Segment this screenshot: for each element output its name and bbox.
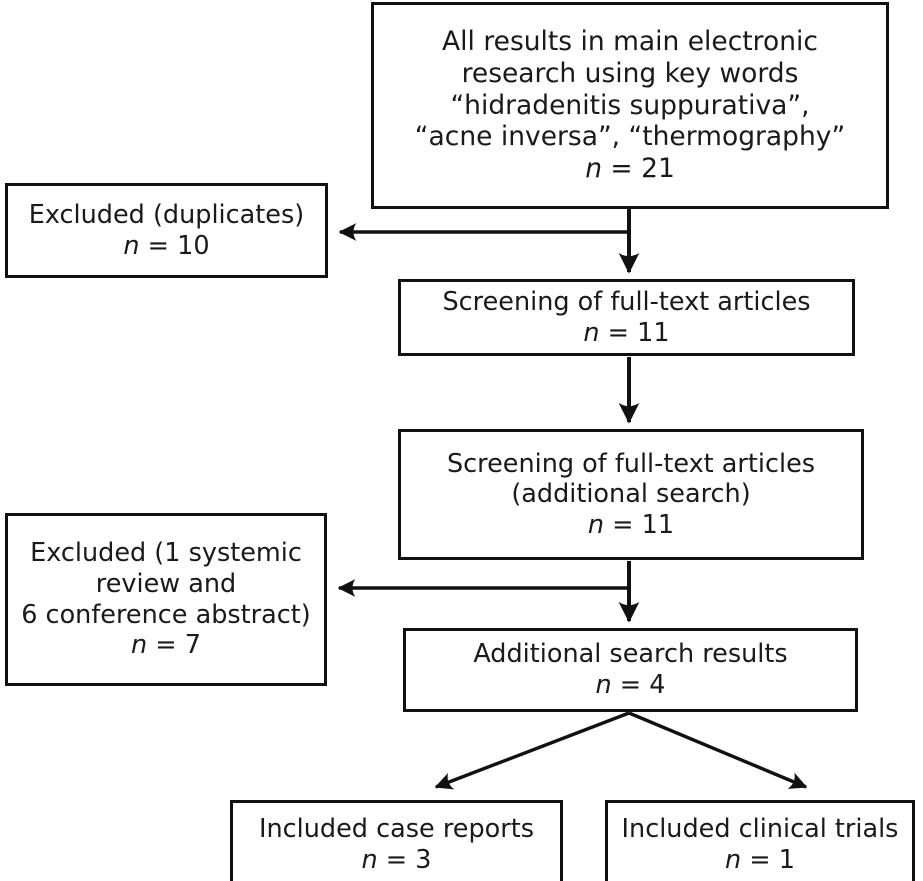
node-screening-2-line-1: Screening of full-text articles — [446, 448, 816, 479]
node-all-results: All results in main electronic research … — [371, 2, 889, 209]
node-screening-1-line-1: Screening of full-text articles — [442, 286, 811, 317]
node-excluded-review-line-2: review and — [95, 568, 237, 599]
node-all-results-line-2: research using key words — [461, 57, 799, 89]
node-included-case-reports-n-value: 3 — [415, 845, 432, 875]
node-screening-2-equals: = — [612, 509, 634, 540]
node-additional-results-count: n = 4 — [596, 670, 666, 701]
node-excluded-review-line-3: 6 conference abstract) — [21, 599, 311, 630]
node-all-results-line-3: “hidradenitis suppurativa”, — [450, 89, 810, 121]
node-included-clinical-trials-equals: = — [749, 845, 771, 875]
node-excluded-review-n-value: 7 — [184, 630, 201, 661]
connector-additional-results-to-included-clinical-trials — [628, 711, 808, 789]
node-included-clinical-trials-n-symbol: n — [725, 845, 742, 875]
node-excluded-duplicates-count: n = 10 — [123, 231, 209, 262]
node-all-results-line-1: All results in main electronic — [442, 26, 818, 57]
node-additional-results-line-1: Additional search results — [473, 639, 788, 670]
node-screening-full-text-articles-additional: Screening of full-text articles (additio… — [398, 429, 864, 560]
node-included-case-reports-n-symbol: n — [361, 845, 378, 875]
node-excluded-duplicates-n-symbol: n — [123, 230, 140, 261]
node-screening-2-count: n = 11 — [588, 510, 674, 541]
node-screening-2-n-symbol: n — [587, 509, 605, 540]
node-all-results-count: n = 21 — [585, 153, 675, 185]
node-included-case-reports-line-1: Included case reports — [258, 814, 534, 845]
node-excluded-duplicates-line-1: Excluded (duplicates) — [28, 199, 305, 230]
node-excluded-review-equals: = — [155, 630, 177, 661]
node-included-clinical-trials-n-value: 1 — [778, 845, 795, 875]
node-screening-full-text-articles: Screening of full-text articles n = 11 — [398, 279, 855, 356]
node-included-case-reports-equals: = — [385, 845, 408, 875]
node-included-clinical-trials: Included clinical trials n = 1 — [605, 800, 915, 881]
node-screening-2-n-value: 11 — [641, 509, 675, 540]
node-included-clinical-trials-line-1: Included clinical trials — [621, 814, 899, 845]
node-screening-1-n-symbol: n — [583, 317, 600, 348]
node-all-results-n-value: 21 — [641, 153, 675, 185]
node-additional-results-n-symbol: n — [595, 670, 612, 700]
node-all-results-line-4: “acne inversa”, “thermography” — [414, 121, 846, 153]
node-included-case-reports: Included case reports n = 3 — [230, 800, 563, 881]
node-all-results-n-symbol: n — [585, 153, 602, 185]
node-excluded-review-n-symbol: n — [131, 630, 148, 661]
node-excluded-duplicates-equals: = — [147, 230, 170, 261]
node-excluded-review-line-1: Excluded (1 systemic — [30, 538, 302, 569]
node-screening-2-line-2: (additional search) — [511, 479, 751, 510]
node-screening-1-n-value: 11 — [637, 317, 670, 348]
node-additional-results-equals: = — [619, 670, 642, 700]
node-excluded-review-count: n = 7 — [131, 630, 201, 661]
node-excluded-duplicates-n-value: 10 — [177, 230, 210, 261]
node-additional-search-results: Additional search results n = 4 — [403, 628, 858, 712]
node-included-case-reports-count: n = 3 — [362, 845, 432, 876]
node-screening-1-count: n = 11 — [583, 318, 669, 349]
node-excluded-duplicates: Excluded (duplicates) n = 10 — [5, 183, 328, 278]
node-all-results-equals: = — [610, 153, 633, 185]
node-excluded-systemic-review: Excluded (1 systemic review and 6 confer… — [5, 513, 327, 686]
node-screening-1-equals: = — [607, 317, 630, 348]
node-additional-results-n-value: 4 — [649, 670, 666, 700]
node-included-clinical-trials-count: n = 1 — [725, 845, 795, 876]
connector-additional-results-to-included-case-reports — [434, 711, 630, 790]
